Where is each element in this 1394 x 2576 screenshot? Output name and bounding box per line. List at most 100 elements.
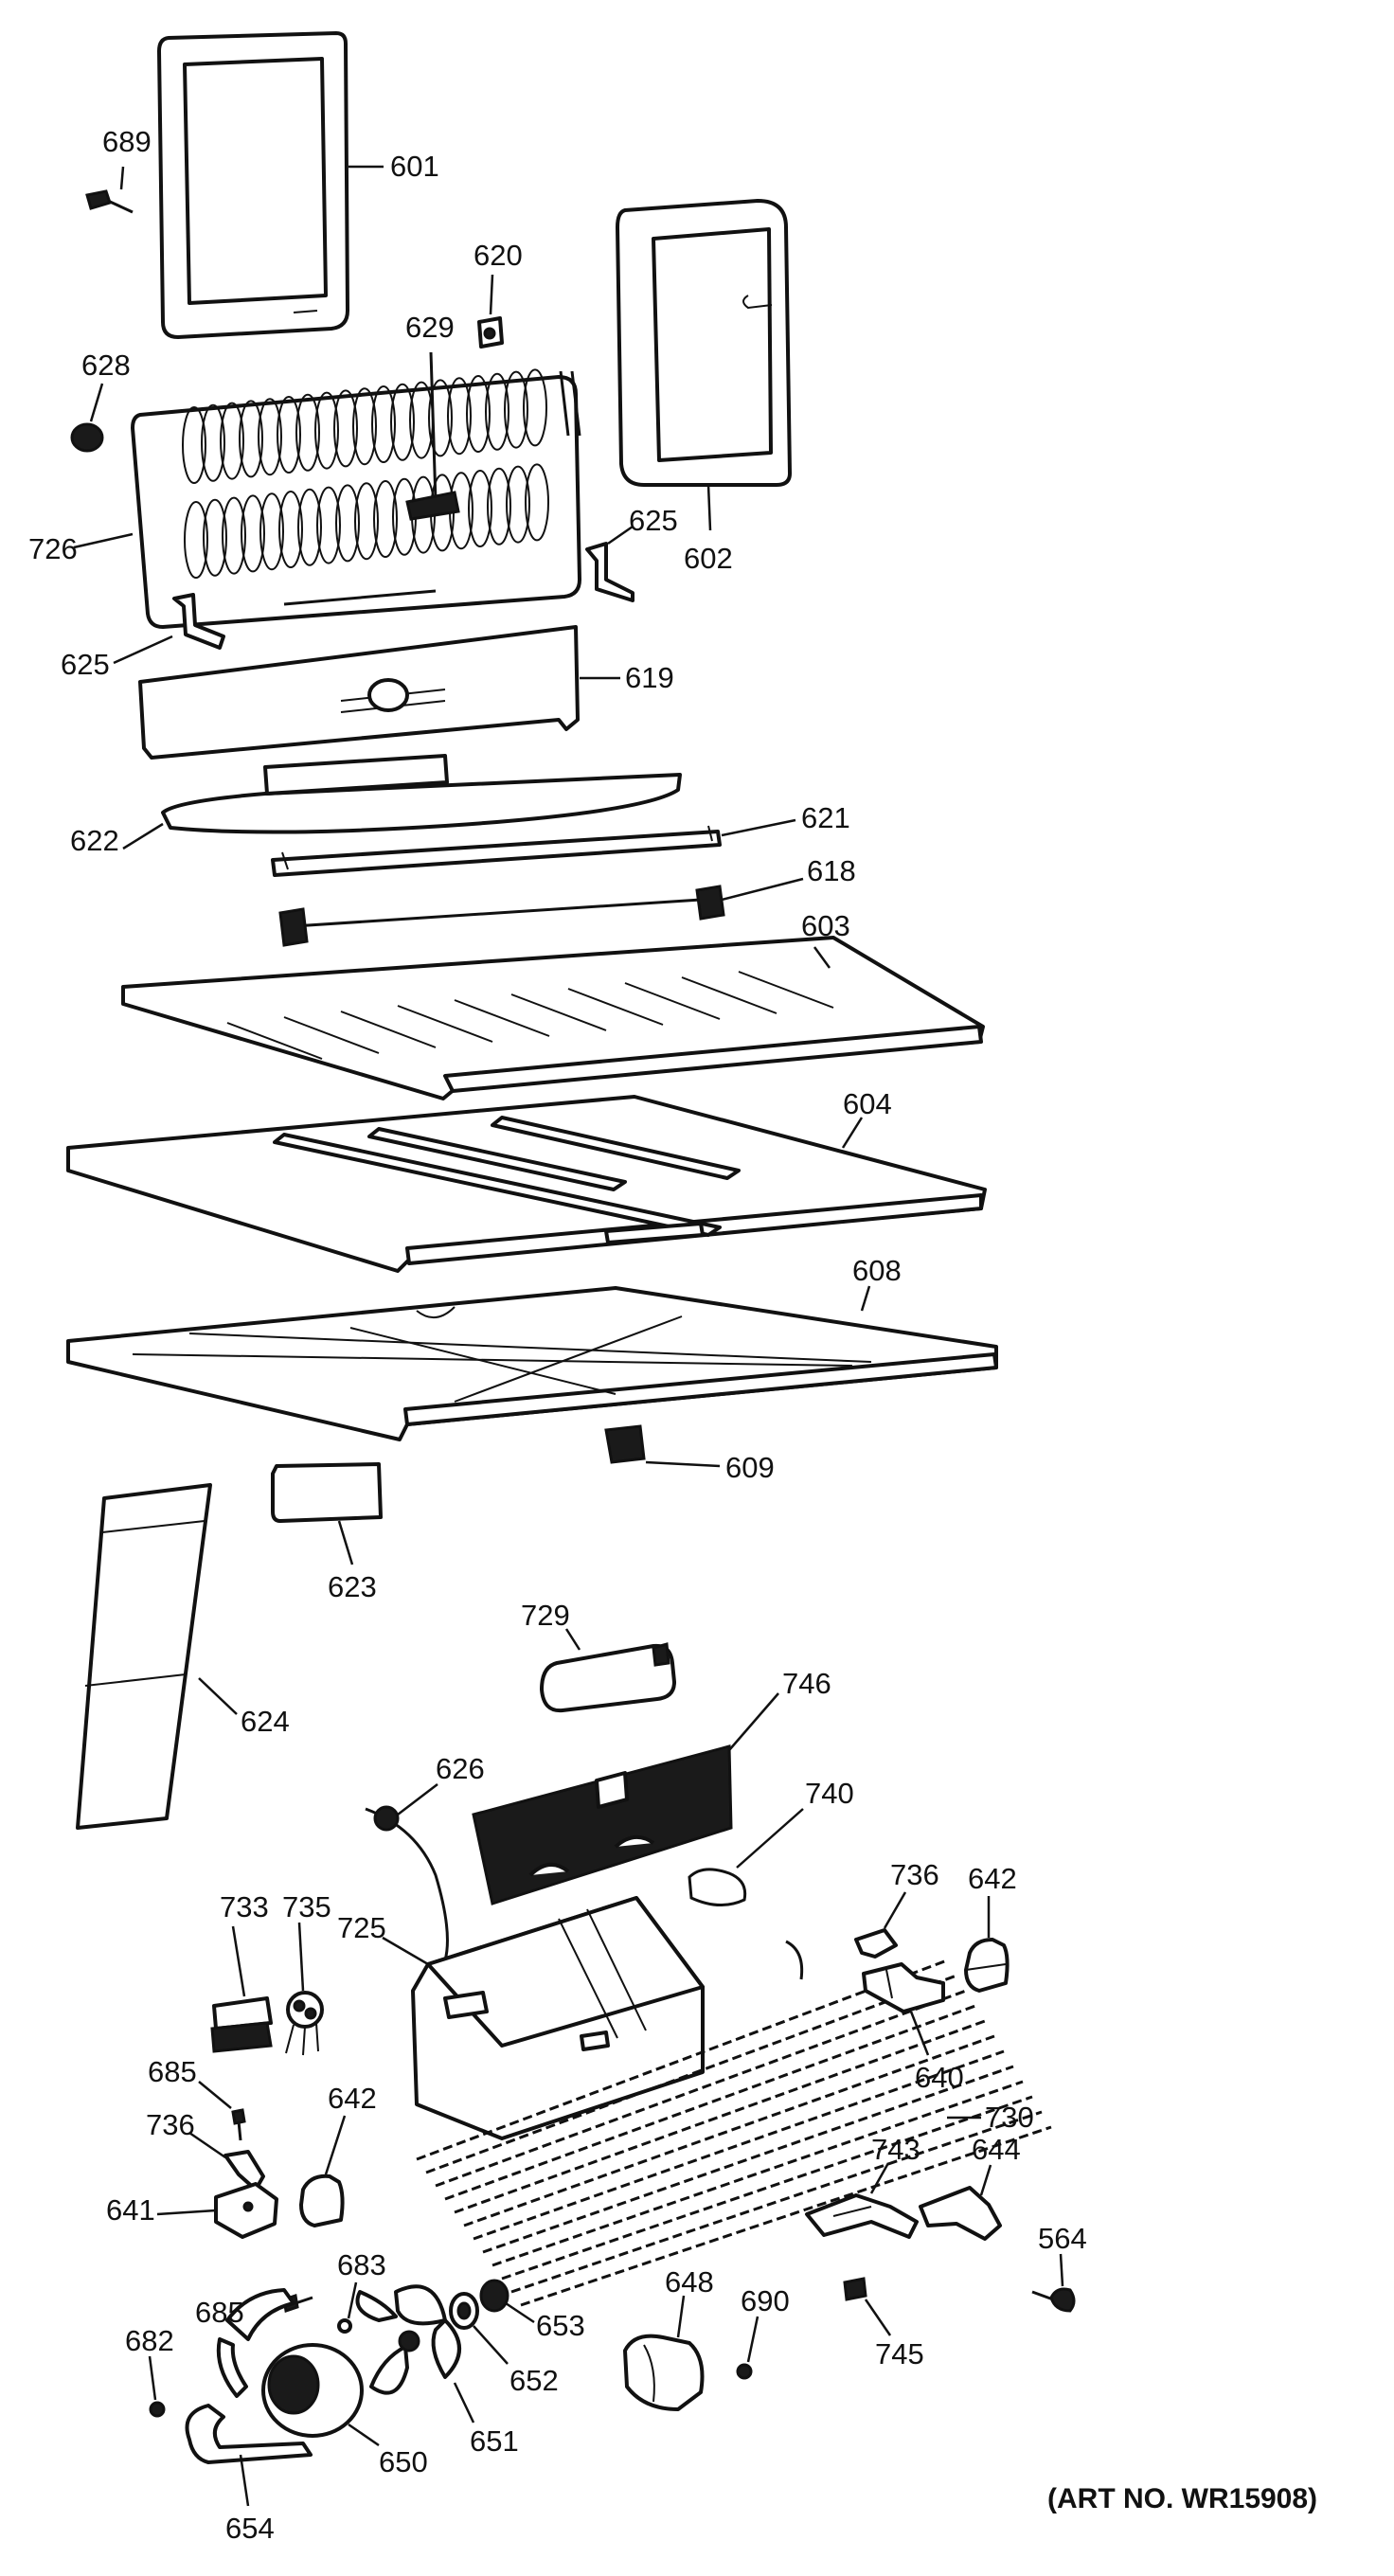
shelf-rib xyxy=(624,982,721,1020)
part-730-condenser xyxy=(416,1940,1052,2307)
evaporator-coil-loop xyxy=(335,484,360,563)
shelf-rib xyxy=(454,999,550,1037)
evaporator-coil-loop xyxy=(295,393,320,472)
part-689-screw xyxy=(85,166,134,214)
part-733-overload xyxy=(210,1925,273,2053)
part-653-nut xyxy=(479,2279,535,2324)
label-735: 735 xyxy=(282,1890,331,1923)
label-628: 628 xyxy=(81,349,131,382)
part-604-shelf xyxy=(66,1095,987,1273)
art-number: (ART NO. WR15908) xyxy=(1047,2483,1317,2514)
label-736-upper: 736 xyxy=(890,1858,939,1891)
label-608: 608 xyxy=(852,1254,902,1287)
evaporator-coil-loop xyxy=(182,406,206,484)
label-625-right: 625 xyxy=(629,504,678,537)
label-623: 623 xyxy=(328,1570,377,1603)
part-690-screw xyxy=(736,2316,760,2380)
evaporator-coil-loop xyxy=(277,396,301,474)
label-621: 621 xyxy=(801,801,850,834)
part-685-screw-upper xyxy=(198,2081,246,2141)
condenser-tube xyxy=(473,2049,1005,2241)
shelf-rib xyxy=(510,993,607,1031)
label-629: 629 xyxy=(405,311,455,344)
part-621-rail xyxy=(271,818,796,877)
label-609: 609 xyxy=(725,1451,775,1484)
evaporator-coil-loop xyxy=(390,383,415,461)
label-626: 626 xyxy=(436,1752,485,1785)
part-622-tray xyxy=(122,754,682,850)
evaporator-coil-loop xyxy=(506,465,530,544)
part-602-cover xyxy=(616,199,792,531)
label-648: 648 xyxy=(665,2265,714,2299)
label-642-upper: 642 xyxy=(968,1862,1017,1895)
part-648-cover xyxy=(623,2295,705,2411)
part-number-labels: 689 601 620 629 628 602 625 726 625 619 … xyxy=(28,125,1087,2545)
label-725: 725 xyxy=(337,1911,386,1944)
evaporator-coil-loop xyxy=(428,379,453,457)
part-746-insulation xyxy=(472,1692,779,1905)
part-729-capacitor xyxy=(540,1628,676,1713)
part-625-bracket-right xyxy=(585,525,634,602)
evaporator-coil-loop xyxy=(504,370,528,449)
part-564-screw xyxy=(1031,2253,1076,2313)
evaporator-coil-loop xyxy=(203,498,227,577)
label-682: 682 xyxy=(125,2324,174,2357)
part-623-cover xyxy=(271,1462,383,1565)
part-726-evaporator xyxy=(73,368,581,629)
condenser-tube xyxy=(491,2080,1024,2267)
label-601: 601 xyxy=(390,150,439,183)
evaporator-coil-loop xyxy=(354,482,379,561)
condenser-tube xyxy=(463,2034,995,2227)
evaporator-coil-loop xyxy=(314,391,339,470)
label-603: 603 xyxy=(801,909,850,942)
part-743-bracket xyxy=(805,2162,919,2239)
condenser-tube xyxy=(425,1974,957,2174)
part-745-clip xyxy=(843,2277,892,2336)
label-618: 618 xyxy=(807,854,856,887)
part-625-bracket-left xyxy=(113,593,225,665)
shelf-rib xyxy=(567,988,664,1026)
label-685-upper: 685 xyxy=(148,2055,197,2088)
part-683-screw xyxy=(337,2281,358,2334)
part-609-drain xyxy=(604,1424,721,1468)
shelf-rib xyxy=(340,1011,437,1048)
part-601-door-frame xyxy=(157,31,384,339)
part-641-bracket xyxy=(156,2182,278,2239)
label-640: 640 xyxy=(915,2061,964,2094)
label-619: 619 xyxy=(625,661,674,694)
evaporator-coil-loop xyxy=(525,463,549,542)
label-604: 604 xyxy=(843,1087,892,1120)
label-736-lower: 736 xyxy=(146,2108,195,2141)
part-620-clip xyxy=(477,274,504,349)
evaporator-coil-loop xyxy=(241,494,265,573)
condenser-tube xyxy=(510,2110,1043,2294)
shelf-rib xyxy=(283,1016,380,1054)
evaporator-coil-loop xyxy=(371,385,396,463)
condenser-tube xyxy=(520,2125,1052,2307)
condenser-tube xyxy=(482,2065,1014,2254)
label-651: 651 xyxy=(470,2424,519,2458)
label-625-left: 625 xyxy=(61,648,110,681)
label-745: 745 xyxy=(875,2337,924,2370)
label-650: 650 xyxy=(379,2445,428,2478)
shelf-rib xyxy=(397,1005,493,1043)
part-650-motor xyxy=(216,2288,380,2447)
label-685-lower: 685 xyxy=(195,2296,244,2329)
shelf-rib xyxy=(226,1022,323,1060)
label-624: 624 xyxy=(241,1705,290,1738)
condenser-tube xyxy=(435,1989,967,2188)
part-735-terminal xyxy=(285,1922,324,2056)
part-629-pin xyxy=(405,351,460,521)
label-620: 620 xyxy=(474,239,523,272)
evaporator-coil-loop xyxy=(373,480,398,558)
evaporator-coil-loop xyxy=(184,501,208,579)
label-644: 644 xyxy=(972,2133,1021,2166)
part-652-washer xyxy=(449,2292,509,2365)
evaporator-coil-loop xyxy=(333,389,358,468)
label-690: 690 xyxy=(741,2284,790,2317)
label-642-lower: 642 xyxy=(328,2082,377,2115)
label-602: 602 xyxy=(684,542,733,575)
part-740-clamp xyxy=(688,1808,804,1906)
part-736-bracket-lower xyxy=(188,2131,265,2191)
evaporator-coil-loop xyxy=(447,377,472,456)
